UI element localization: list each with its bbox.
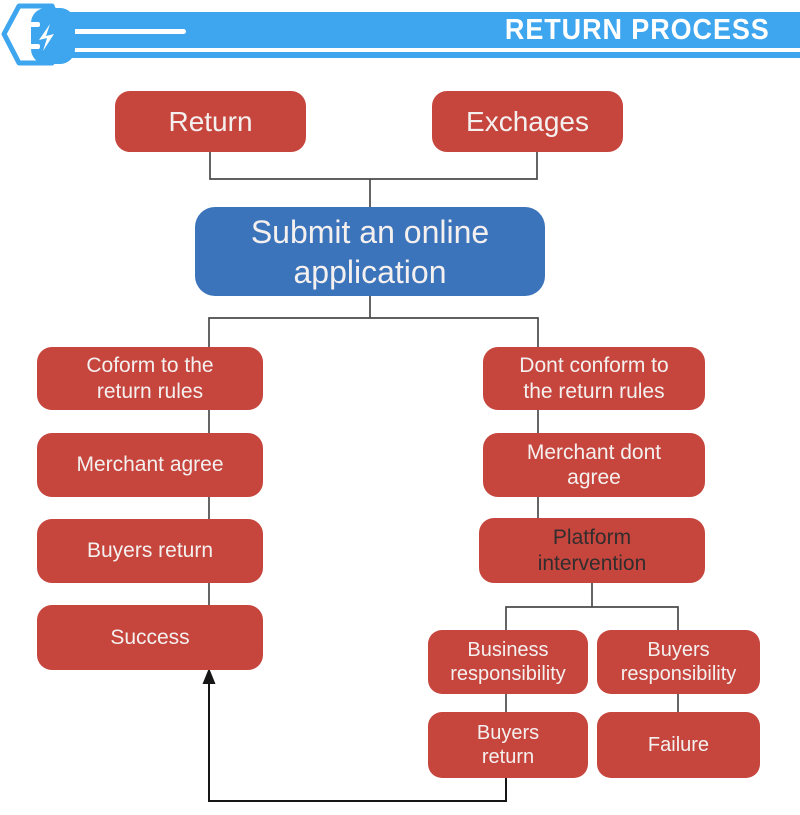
node-buyers-return-2: Buyers return — [428, 712, 588, 778]
lightning-bolt-icon — [39, 24, 54, 51]
feedback-arrow — [202, 668, 507, 802]
badge-body — [31, 8, 75, 64]
node-label: Dont conform to the return rules — [519, 354, 669, 403]
node-submit-application: Submit an online application — [195, 207, 545, 296]
arrowhead-up-icon — [202, 668, 216, 684]
node-failure: Failure — [597, 712, 760, 778]
node-return: Return — [115, 91, 306, 152]
page-title: RETURN PROCESS — [505, 14, 770, 46]
node-merchant-dont-agree: Merchant dont agree — [483, 433, 705, 497]
badge-dash — [27, 44, 40, 49]
node-label: Success — [110, 625, 190, 649]
node-label: Failure — [647, 734, 710, 756]
header-banner: RETURN PROCESS — [0, 0, 800, 70]
node-platform-intervention: Platform intervention — [479, 518, 705, 583]
node-business-responsibility: Business responsibility — [428, 630, 588, 694]
node-label: Business responsibility — [450, 639, 566, 685]
node-exchanges: Exchages — [432, 91, 623, 152]
node-label: Platform intervention — [537, 526, 647, 575]
node-success: Success — [37, 605, 263, 670]
header-underline — [50, 52, 800, 58]
node-label: Coform to the return rules — [86, 354, 214, 403]
node-label: Buyers responsibility — [620, 639, 737, 685]
node-label: Merchant agree — [76, 453, 224, 477]
badge-dash — [27, 22, 40, 27]
node-buyers-return: Buyers return — [37, 519, 263, 583]
header-accent-line — [70, 29, 186, 34]
node-label: Return — [168, 105, 253, 137]
node-merchant-agree: Merchant agree — [37, 433, 263, 497]
node-label: Buyers return — [86, 539, 214, 563]
node-label: Exchages — [466, 105, 589, 137]
header-banner-graphic — [1, 3, 800, 66]
node-label: Buyers return — [476, 722, 540, 768]
node-label: Merchant dont agree — [526, 440, 662, 489]
node-label: Submit an online application — [250, 213, 490, 290]
node-buyers-responsibility: Buyers responsibility — [597, 630, 760, 694]
brand-badge — [1, 3, 75, 66]
node-conform-rules: Coform to the return rules — [37, 347, 263, 410]
node-dont-conform-rules: Dont conform to the return rules — [483, 347, 705, 410]
